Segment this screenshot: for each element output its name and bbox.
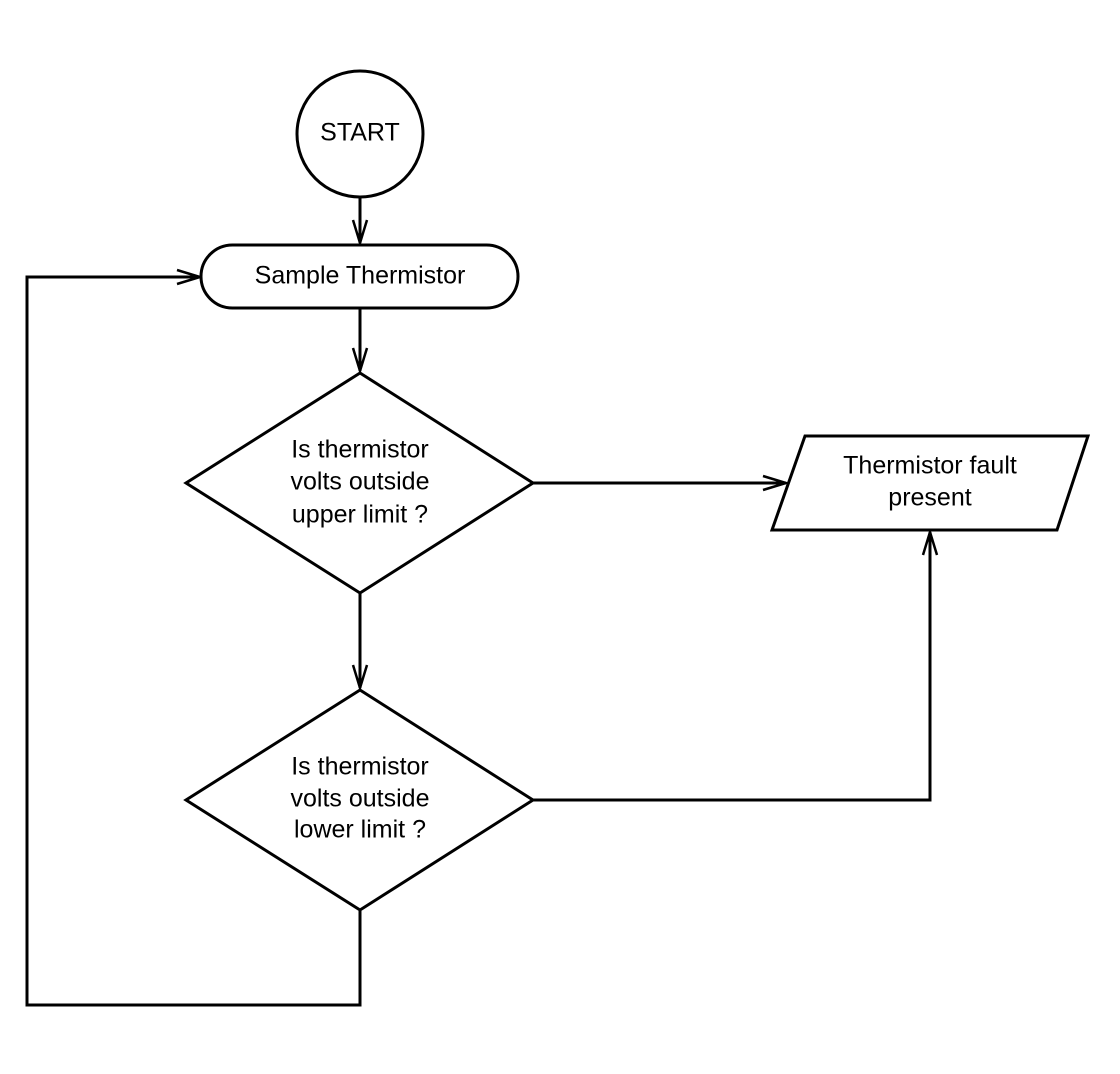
upper-decision-line-1: Is thermistor <box>291 436 429 464</box>
lower-decision-line-2: volts outside <box>291 785 430 813</box>
upper-decision-line-2: volts outside <box>291 468 430 496</box>
lower-decision-line-3: lower limit ? <box>294 816 426 844</box>
sample-thermistor-node: Sample Thermistor <box>199 243 520 310</box>
upper-decision-line-3: upper limit ? <box>292 501 428 529</box>
decision-diamond <box>183 688 536 912</box>
start-label: START <box>320 119 400 147</box>
edge-loop-back-to-sample <box>25 275 362 1007</box>
connectors <box>25 197 932 1007</box>
start-node: START <box>295 69 425 199</box>
arrowhead-down <box>351 664 369 693</box>
start-circle <box>295 69 425 199</box>
arrowhead-down <box>351 219 369 248</box>
lower-limit-decision: Is thermistor volts outside lower limit … <box>183 688 536 912</box>
process-terminal <box>199 243 520 310</box>
thermistor-fault-node: Thermistor fault present <box>769 434 1091 532</box>
arrowhead-down <box>351 347 369 376</box>
fault-line-1: Thermistor fault <box>843 452 1017 480</box>
lower-decision-line-1: Is thermistor <box>291 753 429 781</box>
arrowhead-right <box>762 474 791 492</box>
sample-thermistor-label: Sample Thermistor <box>255 262 466 290</box>
output-parallelogram <box>769 434 1091 532</box>
edge-lower-decision-to-fault <box>533 532 932 802</box>
fault-line-2: present <box>888 484 971 512</box>
decision-diamond <box>183 371 536 595</box>
arrowhead-up <box>921 527 939 556</box>
arrowheads <box>176 219 939 693</box>
upper-limit-decision: Is thermistor volts outside upper limit … <box>183 371 536 595</box>
